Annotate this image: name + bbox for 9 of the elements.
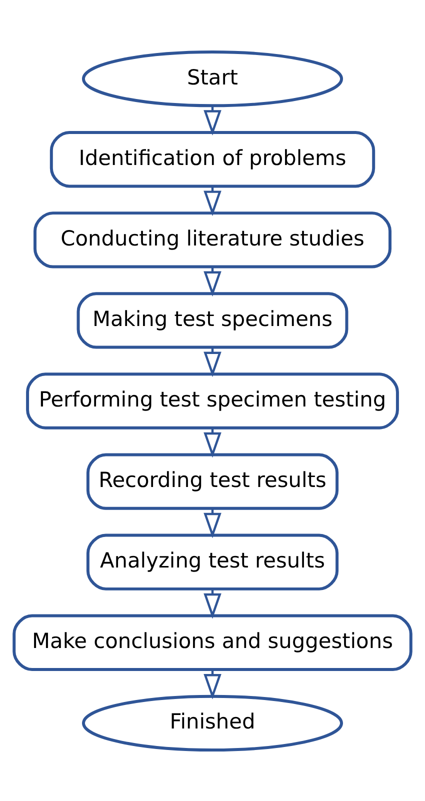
node-box: Identification of problems xyxy=(50,130,376,188)
node-ellipse: Start xyxy=(82,50,344,107)
node-box: Make conclusions and suggestions xyxy=(12,614,412,670)
node-box: Recording test results xyxy=(86,452,339,510)
node-ellipse: Finished xyxy=(82,694,344,752)
node-box: Performing test specimen testing xyxy=(26,372,399,429)
node-box: Making test specimens xyxy=(76,292,348,348)
node-box: Analyzing test results xyxy=(86,533,339,590)
node-box: Conducting literature studies xyxy=(34,211,392,268)
